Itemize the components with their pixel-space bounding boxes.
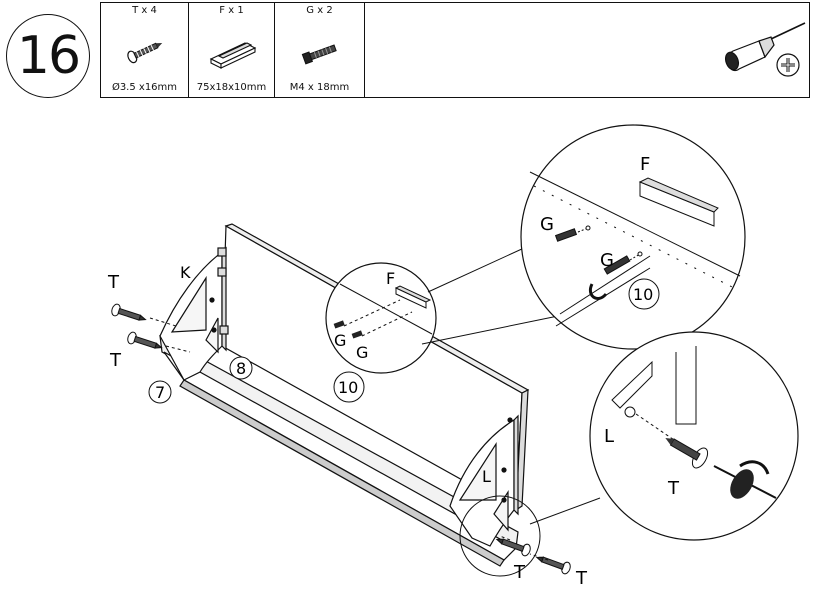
zoom-right-label-t: T [667, 478, 680, 499]
part-cell-bolt: G x 2 M4 x 18mm [275, 3, 365, 97]
zoom-center-label-f: F [386, 269, 395, 288]
part-quantity: F x 1 [219, 5, 244, 16]
guide-lines-bottom [499, 535, 549, 561]
label-t-top: T [107, 272, 120, 293]
step-number: 16 [16, 26, 81, 86]
label-ten-main-circle [333, 371, 365, 403]
zoom-circle-top [520, 124, 746, 350]
zoom-top-ten-circle [628, 278, 660, 310]
zoom-circle-right [589, 331, 799, 541]
bracket-icon [209, 42, 257, 69]
callout-line-right [529, 497, 601, 525]
phillips-screwdriver-icon [724, 22, 806, 77]
screw-t-bottom-1 [495, 538, 531, 557]
label-t-mid: T [109, 350, 122, 371]
zoom-source-circle [459, 495, 541, 577]
zoom-top-label-g1: G [540, 214, 554, 235]
screw-icon [127, 42, 163, 64]
part-cell-bracket: F x 1 75x18x10mm [189, 3, 275, 97]
label-l-main: L [482, 467, 491, 486]
part-size: Ø3.5 x16mm [111, 82, 178, 93]
bottom-shelf [159, 334, 519, 567]
part-quantity: G x 2 [306, 5, 333, 16]
zoom-circle-center [325, 262, 437, 374]
screw-t-left-top [111, 303, 147, 321]
zoom-center-label-g2: G [356, 343, 368, 362]
label-seven: 7 [155, 383, 165, 402]
part-cell-screw: T x 4 Ø3.5 x16mm [101, 3, 189, 97]
label-seven-circle [148, 380, 172, 404]
parts-table: T x 4 Ø3.5 x16mm F x 1 [100, 2, 810, 98]
left-side-panel [159, 246, 229, 381]
zoom-top-label-g2: G [600, 250, 614, 271]
label-t-bottom-1: T [513, 562, 526, 583]
zoom-center-label-g1: G [334, 331, 346, 350]
step-number-badge: 16 [6, 14, 90, 98]
part-size: M4 x 18mm [289, 82, 350, 93]
label-k: K [180, 263, 191, 282]
zoom-top-label-ten: 10 [633, 285, 653, 304]
screw-t-left-bottom [127, 331, 163, 349]
part-quantity: T x 4 [132, 5, 157, 16]
label-eight-circle [229, 356, 253, 380]
part-size: 75x18x10mm [196, 82, 267, 93]
zoom-right-label-l: L [604, 426, 614, 447]
callout-lines-top [421, 247, 559, 345]
label-eight: 8 [236, 359, 246, 378]
zoom-top-label-f: F [640, 154, 650, 175]
label-ten-main: 10 [338, 378, 358, 397]
label-t-bottom-2: T [575, 568, 588, 589]
bolt-icon [301, 44, 337, 65]
screw-t-bottom-2 [535, 556, 571, 575]
guide-lines-left [149, 317, 191, 353]
